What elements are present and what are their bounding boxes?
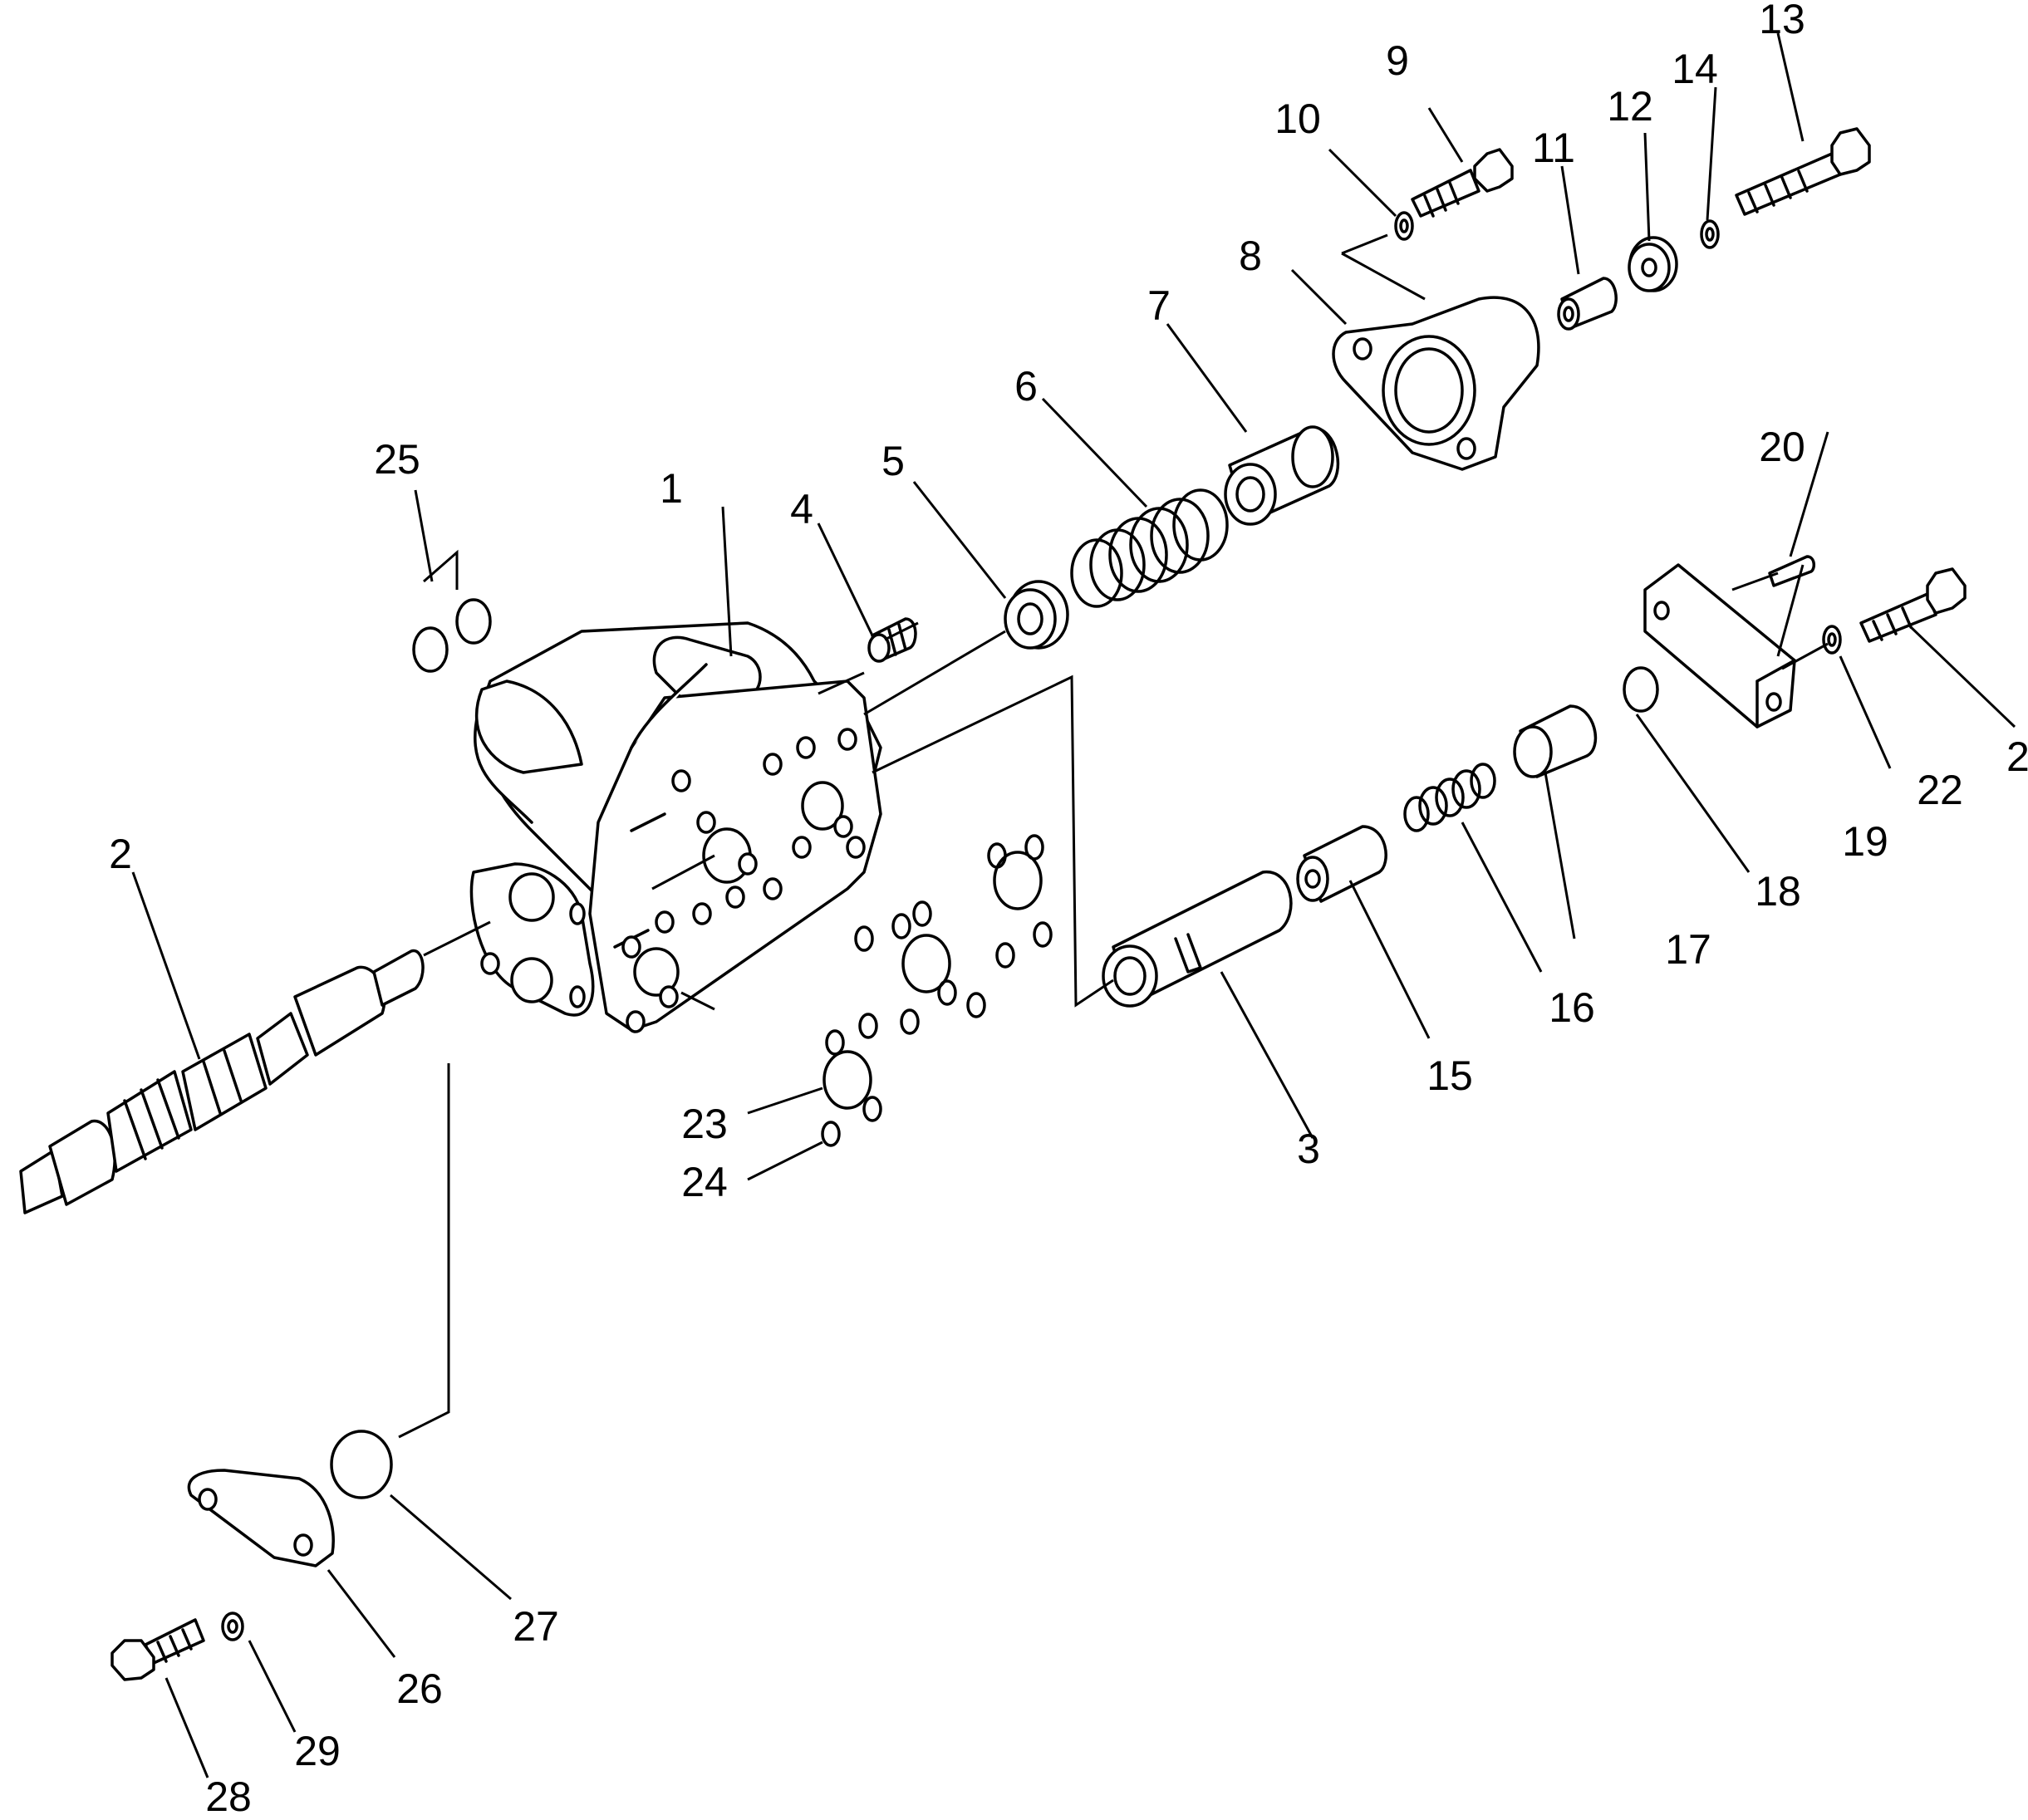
callout-17: 17 — [1665, 926, 1711, 973]
bolt-28 — [110, 1618, 205, 1681]
callout-6: 6 — [1014, 363, 1038, 410]
callout-3: 3 — [1297, 1126, 1320, 1172]
spacer-11 — [1557, 277, 1618, 331]
spool-3 — [1102, 871, 1293, 1008]
oring-18 — [1623, 666, 1659, 713]
cover-26 — [187, 1469, 335, 1567]
callout-24: 24 — [681, 1159, 728, 1205]
leader-lines — [131, 32, 2016, 1778]
callout-2-right: 2 — [2006, 733, 2028, 780]
callout-13: 13 — [1759, 0, 1805, 42]
callout-23: 23 — [681, 1101, 728, 1147]
spring-16 — [1403, 763, 1496, 832]
callout-5: 5 — [881, 438, 905, 484]
spool-left — [19, 949, 425, 1214]
callout-18: 18 — [1755, 868, 1801, 915]
washer-29 — [221, 1612, 244, 1641]
callout-4: 4 — [790, 486, 813, 532]
cover-8 — [1332, 296, 1540, 471]
stopper-19 — [1643, 563, 1796, 728]
callout-7: 7 — [1147, 282, 1171, 329]
washer-14 — [1700, 219, 1720, 249]
callout-9: 9 — [1386, 37, 1409, 84]
valve-15 — [1296, 825, 1387, 903]
assembly-lines — [398, 233, 1829, 1439]
oring-27 — [330, 1430, 393, 1499]
spring-6 — [1070, 488, 1229, 608]
washer-10 — [1394, 211, 1414, 241]
oring-25 — [412, 598, 492, 673]
callout-10: 10 — [1274, 96, 1321, 142]
washer-22 — [1822, 625, 1842, 655]
callout-28: 28 — [205, 1773, 252, 1816]
valve-body — [469, 621, 882, 1033]
callout-15: 15 — [1426, 1052, 1473, 1099]
callout-labels: 1 2 3 4 5 6 7 8 9 10 11 12 13 14 15 16 1… — [109, 0, 2028, 1820]
callout-25: 25 — [374, 436, 420, 483]
callout-12: 12 — [1607, 83, 1653, 130]
callout-11: 11 — [1532, 125, 1575, 171]
callout-2-left: 2 — [109, 831, 132, 877]
callout-1: 1 — [660, 465, 683, 512]
callout-20: 20 — [1759, 424, 1805, 470]
callout-22: 22 — [1917, 767, 1963, 813]
retainer-5 — [1004, 580, 1069, 650]
plug-17 — [1513, 704, 1598, 778]
bolt-9 — [1411, 148, 1514, 218]
bolt-right — [1859, 567, 1967, 643]
callout-19: 19 — [1842, 818, 1888, 865]
callout-16: 16 — [1549, 984, 1595, 1031]
piston-7 — [1224, 425, 1340, 526]
callout-27: 27 — [513, 1603, 559, 1650]
plug-4 — [867, 617, 917, 663]
washer-12 — [1628, 236, 1678, 292]
pin-20 — [1768, 555, 1816, 587]
callout-29: 29 — [294, 1728, 341, 1774]
callout-14: 14 — [1672, 46, 1718, 92]
bolt-13 — [1735, 127, 1871, 216]
oring-group — [821, 834, 1053, 1147]
callout-8: 8 — [1239, 233, 1262, 279]
callout-26: 26 — [396, 1665, 443, 1712]
